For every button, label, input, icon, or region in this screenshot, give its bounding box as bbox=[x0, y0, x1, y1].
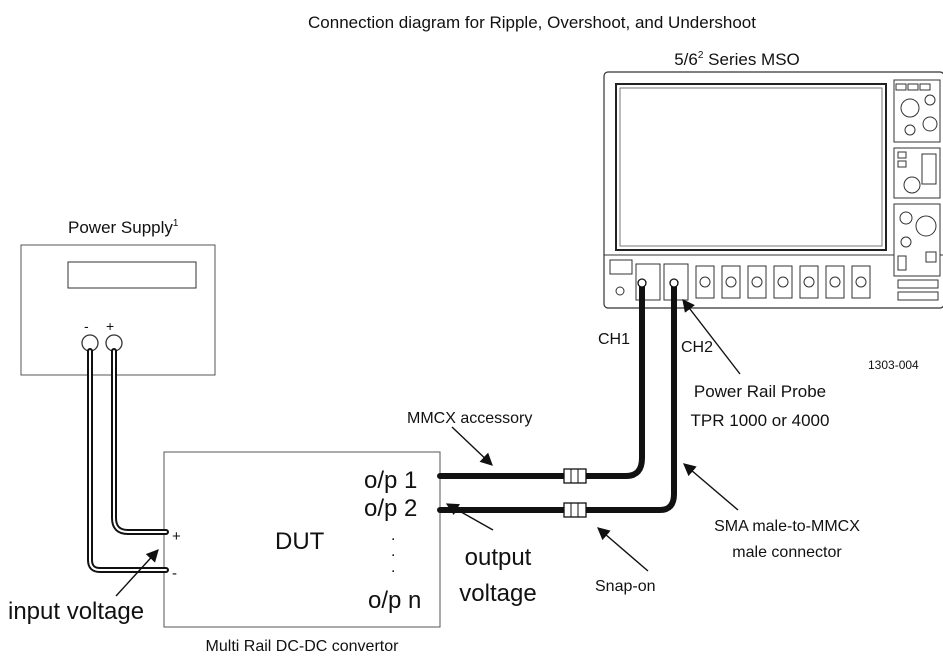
sma-label-line-2: male connector bbox=[732, 544, 842, 561]
dut-output-2: o/p 2 bbox=[364, 495, 417, 522]
probe-label-line-1: Power Rail Probe bbox=[694, 382, 826, 401]
ps-minus-label: - bbox=[84, 318, 89, 334]
ch1-label: CH1 bbox=[598, 331, 630, 348]
snap-on-label: Snap-on bbox=[595, 578, 656, 595]
sma-label-line-1: SMA male-to-MMCX bbox=[714, 518, 860, 535]
mmcx-arrow bbox=[451, 426, 493, 466]
diagram-title: Connection diagram for Ripple, Overshoot… bbox=[308, 13, 756, 32]
ps-plus-label: + bbox=[106, 318, 114, 334]
figure-id: 1303-004 bbox=[868, 358, 919, 372]
dut-dot-3: . bbox=[391, 559, 395, 576]
dut-dot-1: . bbox=[391, 527, 395, 544]
dut-body bbox=[163, 451, 441, 628]
annotation-arrows bbox=[115, 299, 741, 597]
input-voltage-label: input voltage bbox=[8, 598, 144, 625]
dut-caption: Multi Rail DC-DC convertor bbox=[206, 638, 400, 655]
power-supply: Power Supply1 - + bbox=[20, 218, 216, 376]
snap-on-connector-1 bbox=[563, 468, 587, 484]
dut-output-n: o/p n bbox=[368, 587, 421, 614]
output-voltage-label-2: voltage bbox=[459, 580, 536, 607]
dut-output-1: o/p 1 bbox=[364, 467, 417, 494]
output-voltage-arrow bbox=[445, 503, 494, 531]
dut-minus-label: - bbox=[172, 565, 177, 582]
snap-on-connector-2 bbox=[563, 502, 587, 518]
probe-label-line-2: TPR 1000 or 4000 bbox=[691, 411, 830, 430]
dut-label: DUT bbox=[275, 528, 325, 555]
input-voltage-arrow bbox=[115, 549, 159, 597]
output-voltage-label-1: output bbox=[465, 544, 532, 571]
oscilloscope-label: 5/62 Series MSO bbox=[674, 50, 800, 69]
sma-arrow bbox=[683, 463, 739, 511]
mmcx-accessory-label: MMCX accessory bbox=[407, 410, 532, 427]
ch2-label: CH2 bbox=[681, 339, 713, 356]
dut-plus-label: + bbox=[172, 528, 181, 545]
dut-dot-2: . bbox=[391, 543, 395, 560]
oscilloscope-screen-bezel bbox=[619, 87, 883, 247]
oscilloscope: 5/62 Series MSO bbox=[598, 50, 943, 372]
output-cables bbox=[437, 278, 679, 518]
snap-on-arrow bbox=[597, 527, 649, 572]
power-supply-label: Power Supply1 bbox=[68, 218, 179, 237]
scope-front-inputs bbox=[609, 259, 871, 301]
input-cables bbox=[87, 348, 169, 573]
scope-control-panel bbox=[893, 79, 941, 301]
dut: DUT + - o/p 1 o/p 2 . . . o/p n Multi Ra… bbox=[163, 451, 441, 655]
power-supply-display bbox=[67, 261, 197, 289]
probe-arrow bbox=[682, 299, 741, 375]
oscilloscope-screen bbox=[615, 83, 887, 251]
